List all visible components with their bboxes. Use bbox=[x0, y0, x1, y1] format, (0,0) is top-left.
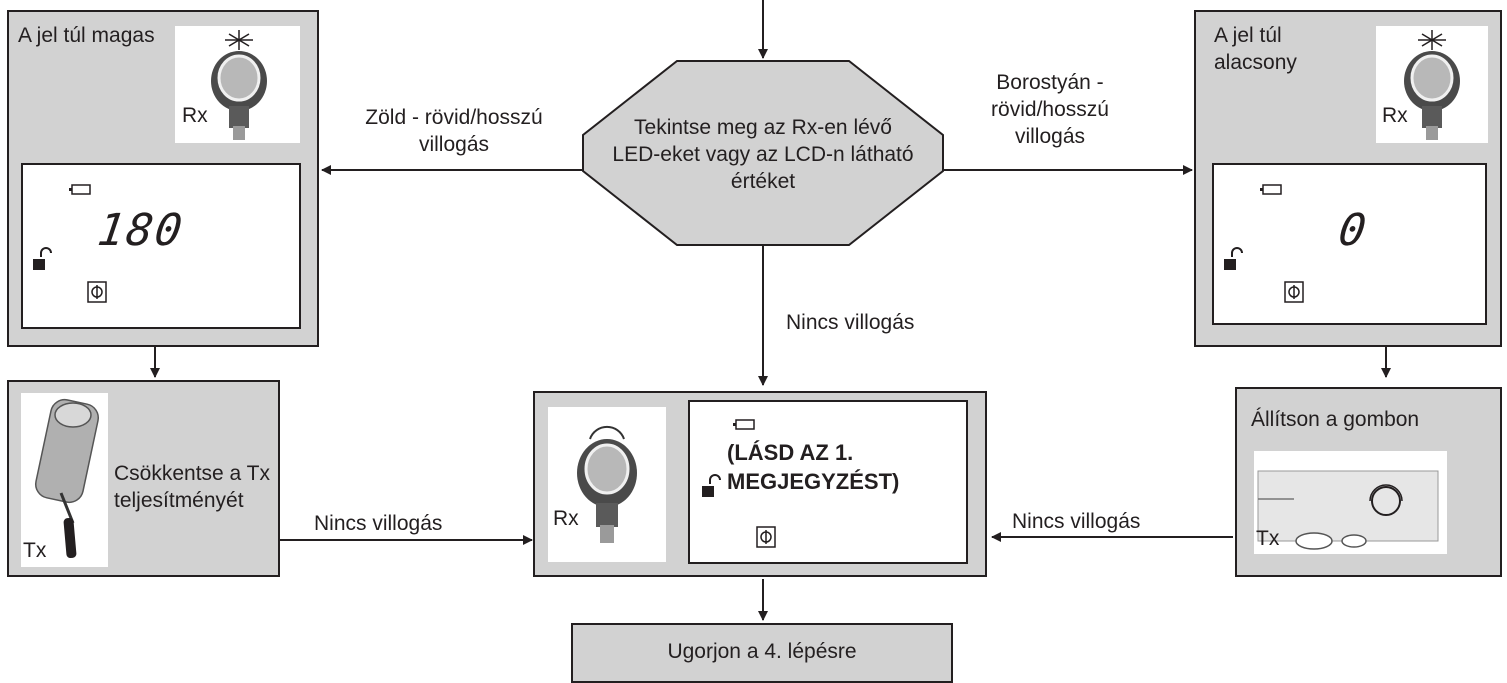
unlock-icon bbox=[1224, 247, 1243, 270]
setup-mode-icon bbox=[87, 281, 107, 303]
green-flash-label: Zöld - rövid/hosszú villogás bbox=[365, 106, 543, 156]
battery-icon bbox=[1260, 184, 1282, 195]
signal-too-high-title: A jel túl magas bbox=[18, 24, 155, 47]
lcd-display-result: (LÁSD AZ 1. MEGJEGYZÉST) bbox=[688, 400, 968, 564]
no-flash-label-right: Nincs villogás bbox=[1012, 510, 1141, 533]
setup-mode-icon bbox=[756, 526, 776, 548]
battery-icon bbox=[733, 419, 755, 430]
tx-label-left: Tx bbox=[23, 539, 47, 562]
no-flash-label-left: Nincs villogás bbox=[314, 512, 443, 535]
final-step-text: Ugorjon a 4. lépésre bbox=[667, 640, 857, 663]
setup-mode-icon bbox=[1284, 281, 1304, 303]
rx-sensor-image-right bbox=[1376, 26, 1488, 143]
tx-transmitter-image bbox=[21, 393, 108, 567]
rx-sensor-image-result bbox=[548, 407, 666, 562]
rx-sensor-icon bbox=[1404, 30, 1460, 140]
rx-sensor-image bbox=[175, 26, 300, 143]
rx-sensor-icon bbox=[211, 30, 267, 140]
rx-label-result: Rx bbox=[553, 507, 579, 530]
lcd-display-right: 0 bbox=[1212, 163, 1487, 325]
lcd-reading-left: 180 bbox=[94, 205, 188, 256]
amber-flash-label: Borostyán - rövid/hosszú villogás bbox=[991, 71, 1109, 148]
rx-label-right: Rx bbox=[1382, 104, 1408, 127]
no-flash-label-center: Nincs villogás bbox=[786, 311, 915, 334]
center-decision-shape bbox=[582, 60, 944, 246]
battery-icon bbox=[69, 184, 91, 195]
unlock-icon bbox=[33, 247, 52, 270]
center-instruction: Tekintse meg az Rx-en lévő LED-eket vagy… bbox=[612, 116, 914, 193]
rx-label-left: Rx bbox=[182, 104, 208, 127]
tx-knob-image bbox=[1254, 451, 1447, 554]
adjust-knob-text: Állítson a gombon bbox=[1251, 408, 1420, 431]
signal-too-low-title: A jel túl alacsony bbox=[1214, 24, 1297, 74]
knob-icon bbox=[1257, 470, 1439, 550]
lcd-display-left: 180 bbox=[21, 163, 301, 329]
rx-sensor-icon bbox=[577, 425, 637, 543]
reduce-tx-power-text: Csökkentse a Tx teljesítményét bbox=[114, 462, 271, 512]
lcd-reading-right: 0 bbox=[1335, 205, 1372, 256]
final-step-box bbox=[571, 623, 953, 683]
tx-label-right: Tx bbox=[1256, 527, 1280, 550]
lcd-note-text: (LÁSD AZ 1. MEGJEGYZÉST) bbox=[727, 440, 900, 494]
unlock-icon bbox=[702, 474, 721, 497]
tx-transmitter-icon bbox=[34, 398, 100, 559]
